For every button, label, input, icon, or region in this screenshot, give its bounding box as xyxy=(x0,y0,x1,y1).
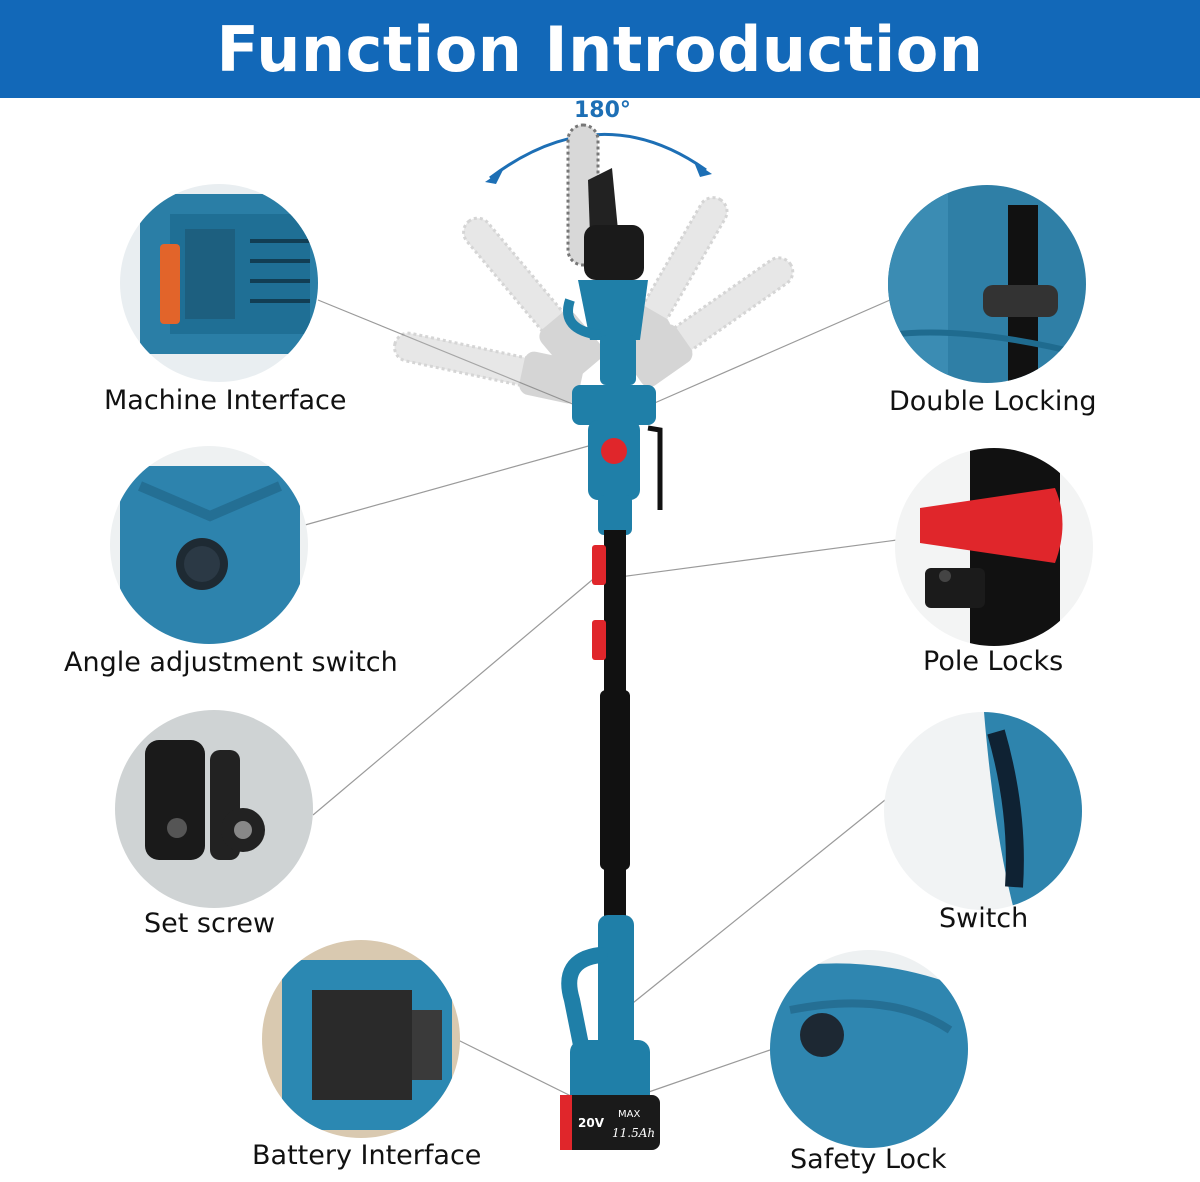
leader-line-angle-adjustment xyxy=(304,439,611,526)
page-title: Function Introduction xyxy=(216,12,984,86)
leader-line-safety-lock xyxy=(639,1049,771,1096)
safety-lock-photo xyxy=(770,950,968,1148)
leader-line-switch xyxy=(617,799,886,1016)
telescopic-pole xyxy=(592,530,630,920)
pole-locks-photo xyxy=(895,448,1093,646)
leader-line-double-locking xyxy=(649,299,891,406)
label-safety-lock: Safety Lock xyxy=(790,1144,947,1175)
label-double-locking: Double Locking xyxy=(889,386,1097,417)
machine-interface-block xyxy=(572,385,663,535)
leader-line-set-screw xyxy=(312,574,599,816)
leader-line-battery-interface xyxy=(457,1039,576,1099)
label-battery-interface: Battery Interface xyxy=(252,1140,482,1171)
double-locking-photo xyxy=(888,185,1086,383)
label-switch: Switch xyxy=(939,903,1029,934)
label-angle-adjustment-switch: Angle adjustment switch xyxy=(64,647,398,678)
label-machine-interface: Machine Interface xyxy=(104,385,347,416)
leader-line-machine-interface xyxy=(317,299,576,406)
machine-interface-photo xyxy=(120,184,318,382)
header-banner: Function Introduction xyxy=(0,0,1200,98)
battery-pack: 20V MAX 11.5Ah xyxy=(560,1095,660,1150)
battery-voltage-label: 20V xyxy=(578,1116,605,1130)
rotation-angle-label: 180° xyxy=(574,98,631,123)
set-screw-photo xyxy=(115,710,313,908)
battery-capacity-label: 11.5Ah xyxy=(612,1126,655,1140)
label-pole-locks: Pole Locks xyxy=(923,646,1064,677)
chainsaw-head xyxy=(563,123,648,385)
switch-photo xyxy=(884,712,1082,910)
battery-max-label: MAX xyxy=(618,1109,640,1120)
label-set-screw: Set screw xyxy=(144,908,276,939)
leader-line-pole-locks xyxy=(611,539,898,579)
rotation-arrow-icon xyxy=(485,133,712,184)
battery-interface-photo xyxy=(262,940,460,1138)
angle-adjustment-switch-photo xyxy=(110,446,308,644)
rear-handle xyxy=(561,915,650,1112)
